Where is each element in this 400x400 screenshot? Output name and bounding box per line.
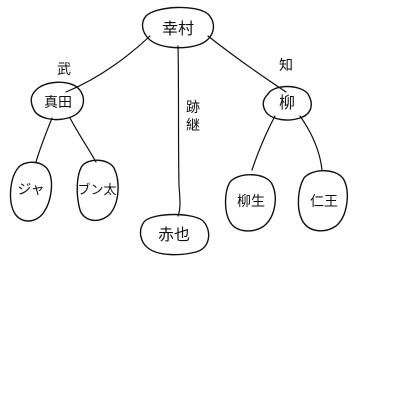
- branch-label-atotsugi-1: 跡: [186, 100, 200, 116]
- edge-yanagi-niou: [299, 115, 323, 171]
- branch-label-bu: 武: [57, 62, 71, 78]
- branch-label-atotsugi-2: 継: [186, 118, 200, 134]
- edge-root-yanagi: [207, 35, 287, 93]
- edge-sanada-jackal: [35, 117, 53, 163]
- node-sanada-label: 真田: [44, 95, 72, 111]
- node-yagyu-ellipse: [224, 174, 276, 232]
- branch-label-chi: 知: [279, 57, 293, 74]
- node-root-ellipse: [141, 6, 215, 49]
- node-akaya-ellipse: [139, 213, 210, 256]
- node-jackal-label: ジャ: [17, 182, 44, 198]
- edge-root-sanada: [65, 35, 151, 93]
- node-bunta-ellipse: [76, 159, 119, 221]
- node-yanagi-ellipse: [262, 85, 312, 121]
- node-jackal-ellipse: [9, 161, 53, 222]
- edge-sanada-bunta: [69, 117, 97, 163]
- edge-root-akaya: [177, 45, 181, 217]
- node-niou-ellipse: [297, 170, 348, 232]
- node-root-label: 幸村: [162, 19, 194, 38]
- node-niou-label: 仁王: [310, 194, 338, 210]
- node-akaya-label: 赤也: [158, 225, 190, 244]
- node-yagyu-label: 柳生: [237, 193, 265, 210]
- node-sanada-ellipse: [30, 81, 85, 121]
- node-yanagi-label: 柳: [279, 93, 295, 112]
- node-bunta-label: ブン太: [77, 182, 116, 198]
- edge-yanagi-yagyu: [251, 115, 276, 171]
